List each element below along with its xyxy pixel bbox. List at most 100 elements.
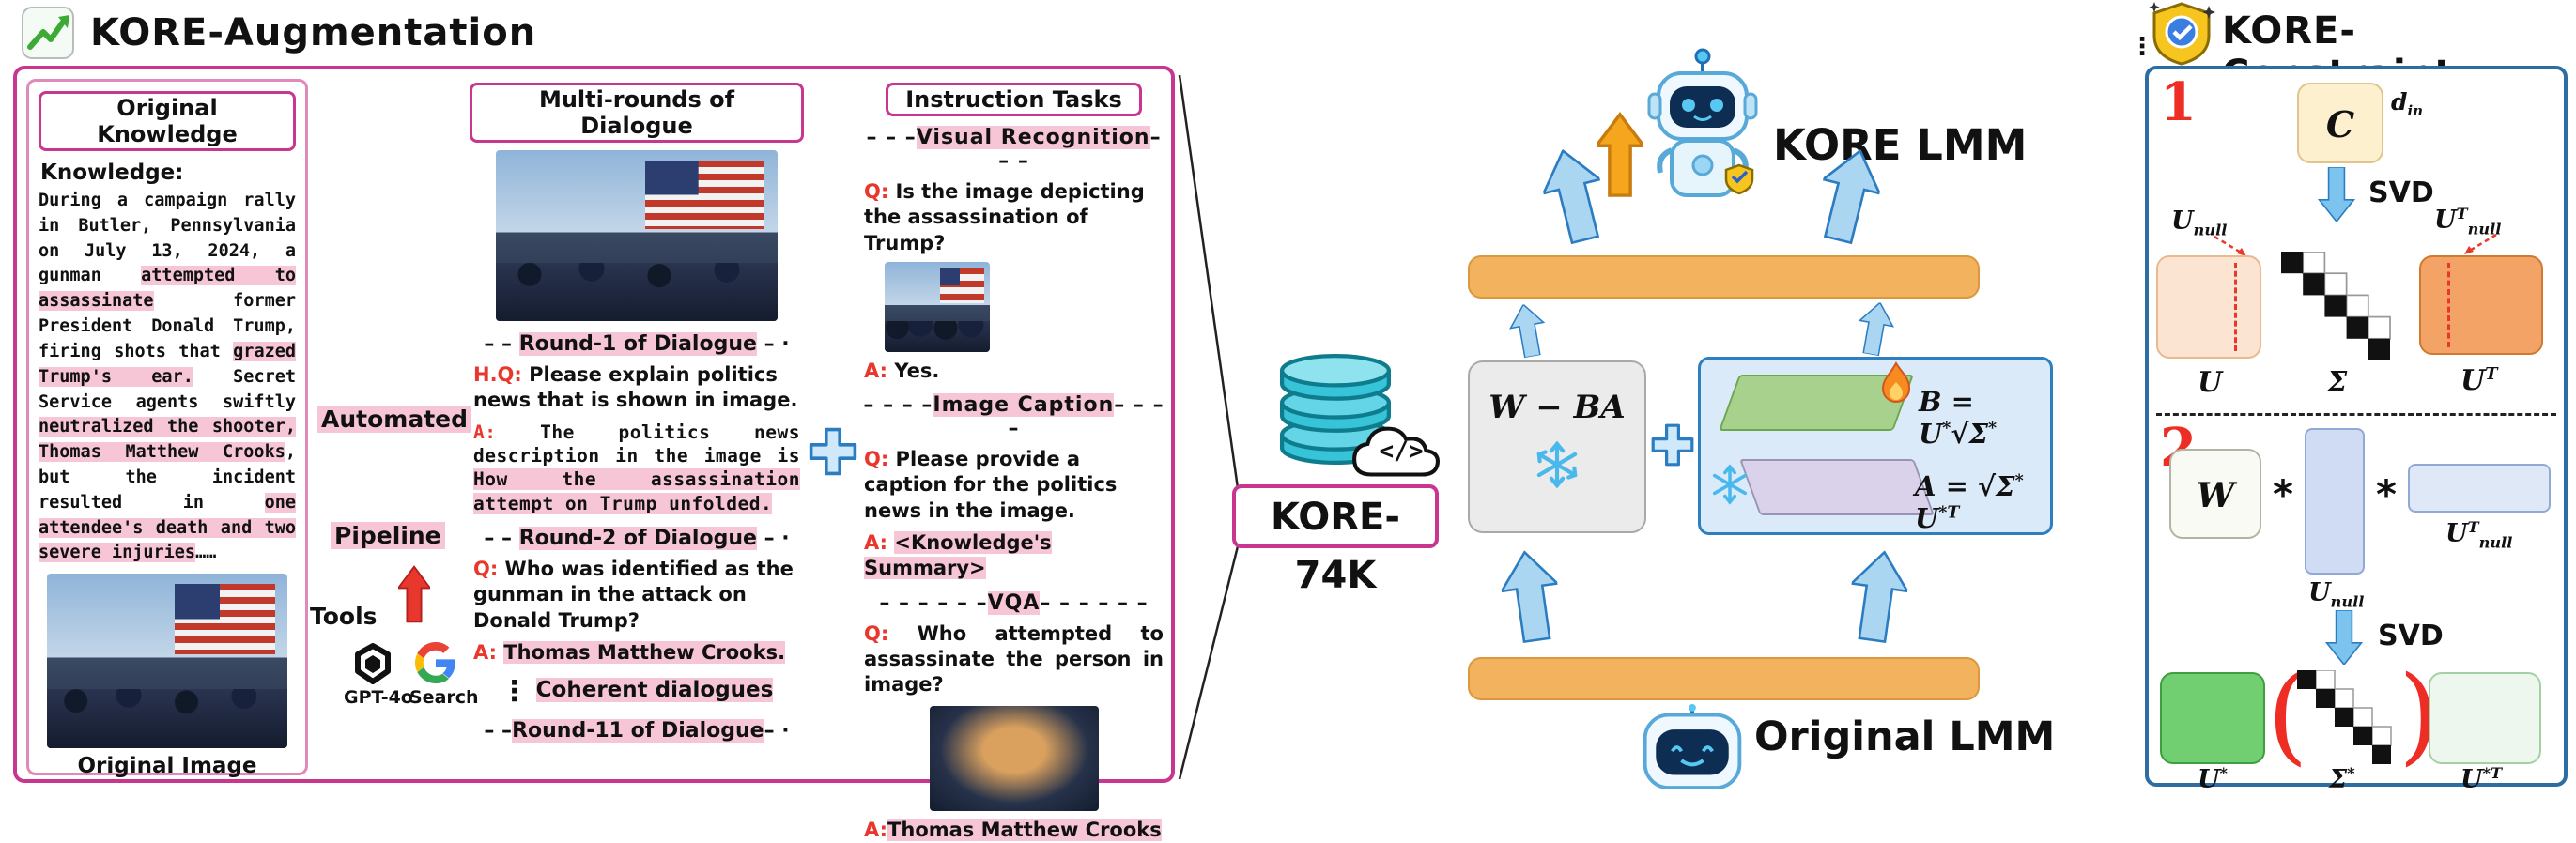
red-arrow-icon bbox=[398, 565, 430, 623]
visual-recognition-title: – – –Visual Recognition– – – bbox=[866, 126, 1162, 173]
dialogue-q2: Q: Who was identified as the gunman in t… bbox=[473, 557, 794, 632]
plus-icon bbox=[1651, 423, 1694, 467]
instruction-tasks-header: Instruction Tasks bbox=[886, 83, 1142, 116]
sigma-matrix-graphic bbox=[2281, 252, 2391, 360]
google-search-icon bbox=[415, 642, 455, 683]
pipeline-tools-area: Automated Pipeline Tools GPT-4o Search bbox=[310, 400, 479, 757]
b-formula: B = U*√Σ* bbox=[1919, 386, 1998, 450]
pipeline-label: Pipeline bbox=[331, 522, 445, 549]
u-null-label2: Unull bbox=[2308, 578, 2365, 611]
u-label: U bbox=[2198, 366, 2223, 399]
up-arrow-orange-icon bbox=[1597, 112, 1643, 197]
ut-null-label: UTnull bbox=[2434, 205, 2502, 238]
original-knowledge-column: Original Knowledge Knowledge: During a c… bbox=[26, 79, 308, 779]
dialogue-a1: A: The politics news description in the … bbox=[473, 421, 800, 514]
null-space-divider bbox=[2234, 263, 2237, 351]
a-matrix-shape bbox=[1739, 459, 1935, 515]
a-formula: A = √Σ* U*T bbox=[1915, 470, 2024, 534]
vertical-dots-icon: ⋮ bbox=[500, 675, 529, 709]
decor-dots: ⋮ bbox=[2130, 33, 2154, 61]
cloud-code-icon: </> bbox=[1349, 411, 1454, 484]
up-arrow-icon bbox=[1509, 303, 1546, 359]
augmentation-title: KORE-Augmentation bbox=[90, 11, 537, 54]
up-arrow-icon bbox=[1541, 148, 1603, 245]
u-star-label: U* bbox=[2198, 764, 2229, 794]
d-in-label: din bbox=[2391, 88, 2424, 119]
sigma-label: Σ bbox=[2327, 366, 2348, 399]
round11-title: – –Round-11 of Dialogue– · bbox=[484, 719, 790, 743]
vqa-title: – – – – – –VQA– – – – – – bbox=[879, 590, 1149, 615]
knowledge-text: During a campaign rally in Butler, Penns… bbox=[39, 191, 296, 563]
u-star-t-matrix-box bbox=[2429, 672, 2541, 764]
ut-label: UT bbox=[2460, 364, 2498, 397]
svd-arrow-icon bbox=[2317, 167, 2356, 222]
u-null-matrix-box bbox=[2305, 428, 2365, 575]
multiply-sign: * bbox=[2376, 471, 2397, 517]
growth-arrow-icon bbox=[22, 7, 74, 59]
c-label: C bbox=[2325, 103, 2355, 146]
database-icon bbox=[1279, 353, 1392, 465]
up-arrow-icon bbox=[1820, 148, 1882, 245]
w-matrix-box: W bbox=[2169, 449, 2261, 539]
original-image-photo bbox=[47, 574, 287, 749]
w-label: W bbox=[2196, 476, 2235, 515]
original-image-caption: Original Image bbox=[77, 754, 257, 779]
up-arrow-icon bbox=[1848, 550, 1910, 644]
crowd-graphic bbox=[47, 688, 287, 749]
svd-arrow-icon bbox=[2324, 610, 2364, 665]
dialogue-a2: A: Thomas Matthew Crooks. bbox=[473, 640, 786, 664]
vr-answer: A: Yes. bbox=[864, 359, 940, 382]
u-star-t-label: U*T bbox=[2460, 764, 2503, 794]
step-divider bbox=[2156, 413, 2556, 416]
ut-null-label2: UTnull bbox=[2445, 518, 2513, 552]
adapter-layer-bottom bbox=[1468, 657, 1980, 700]
red-dashed-arrow bbox=[2464, 233, 2497, 254]
code-glyph-text: </> bbox=[1379, 437, 1424, 466]
w-minus-ba-formula: W − BA bbox=[1489, 389, 1626, 426]
tools-label: Tools bbox=[310, 603, 378, 630]
original-lmm-label: Original LMM bbox=[1754, 713, 2056, 760]
dataset-label: KORE-74K bbox=[1232, 484, 1439, 597]
coherent-dialogues: ⋮Coherent dialogues bbox=[500, 675, 774, 709]
constraint-panel: 1 C din SVD Unull UTnull U Σ UT 2 W * * … bbox=[2145, 66, 2568, 794]
multiply-sign: * bbox=[2273, 471, 2293, 517]
vqa-question: Q: Who attempted to assassinate the pers… bbox=[864, 621, 1164, 697]
u-matrix-box bbox=[2156, 255, 2261, 359]
dialogue-q1: H.Q: Please explain politics news that i… bbox=[473, 363, 798, 412]
u-null-label: Unull bbox=[2171, 207, 2228, 239]
fire-icon bbox=[1881, 361, 1911, 403]
plus-icon bbox=[809, 427, 857, 476]
instruction-tasks-column: Instruction Tasks – – –Visual Recognitio… bbox=[860, 79, 1167, 841]
null-space-divider bbox=[2447, 263, 2450, 347]
kore-robot-icon bbox=[1647, 48, 1758, 197]
round1-title: – – Round-1 of Dialogue – · bbox=[484, 332, 790, 356]
vqa-photo bbox=[929, 705, 1099, 811]
vr-photo bbox=[885, 261, 990, 352]
round2-title: – – Round-2 of Dialogue – · bbox=[484, 526, 790, 550]
step1-number: 1 bbox=[2160, 71, 2197, 133]
ut-null-matrix-box bbox=[2408, 464, 2551, 513]
snowflake-icon bbox=[1712, 464, 1748, 505]
up-arrow-icon bbox=[1858, 301, 1894, 357]
adapter-layer-top bbox=[1468, 255, 1980, 299]
u-star-matrix-box bbox=[2160, 672, 2265, 764]
svd-label2: SVD bbox=[2378, 620, 2444, 652]
augmentation-panel: Original Knowledge Knowledge: During a c… bbox=[13, 66, 1175, 841]
vr-question: Q: Is the image depicting the assassinat… bbox=[864, 180, 1145, 254]
c-matrix-box: C bbox=[2297, 83, 2383, 163]
original-knowledge-header: Original Knowledge bbox=[39, 91, 296, 151]
automated-label: Automated bbox=[317, 406, 471, 433]
gpt4o-icon bbox=[355, 643, 391, 684]
crowd-graphic bbox=[496, 263, 778, 321]
ut-matrix-box bbox=[2419, 255, 2543, 355]
flag-graphic bbox=[645, 160, 764, 229]
vqa-answer: A:Thomas Matthew Crooks bbox=[864, 818, 1162, 841]
gpt4o-label: GPT-4o bbox=[344, 687, 413, 708]
ic-answer: A: <Knowledge's Summary> bbox=[864, 531, 1052, 580]
original-robot-icon bbox=[1643, 704, 1742, 790]
dialogue-photo bbox=[496, 150, 778, 321]
ic-question: Q: Please provide a caption for the poli… bbox=[864, 448, 1118, 522]
dialogue-header: Multi-rounds of Dialogue bbox=[470, 83, 804, 143]
up-arrow-icon bbox=[1499, 550, 1561, 644]
snowflake-icon bbox=[1536, 440, 1578, 489]
